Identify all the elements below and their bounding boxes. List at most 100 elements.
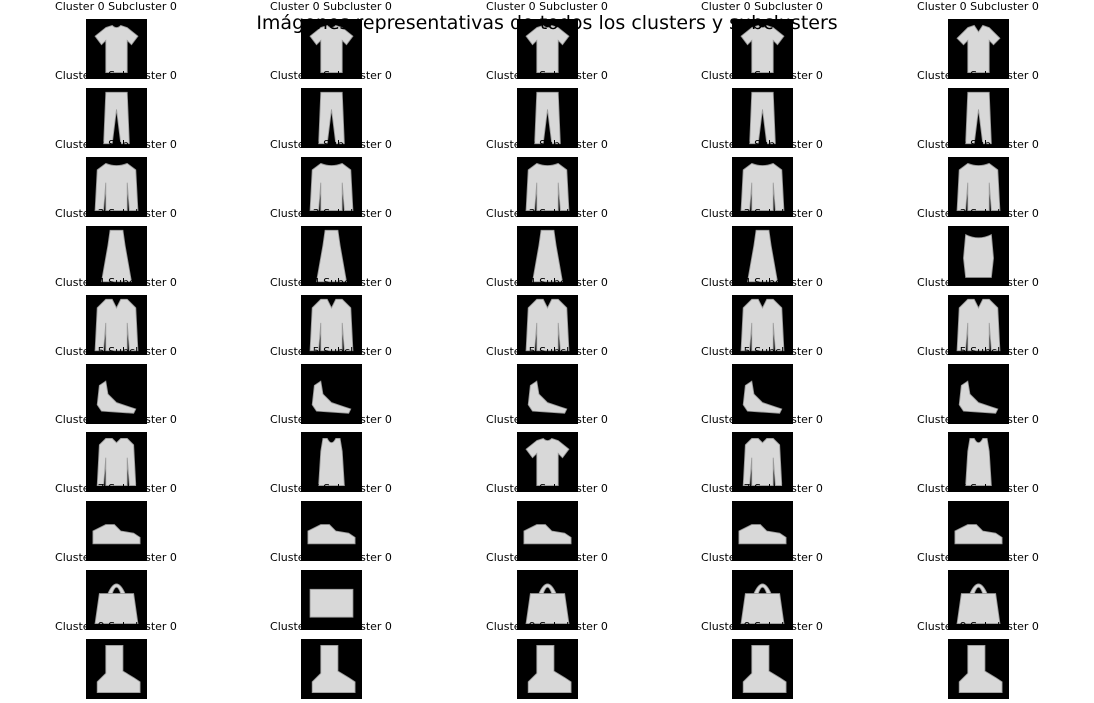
sneaker-image [954,524,1003,545]
garment-thumbnail [517,294,578,355]
cluster-panel: Cluster 4 Subcluster 0 [457,276,637,355]
polo-shirt-image [956,24,1001,73]
coat-image [740,298,785,351]
cluster-panel: Cluster 9 Subcluster 0 [888,620,1068,700]
garment-thumbnail [517,156,578,217]
panel-title: Cluster 6 Subcluster 0 [270,413,392,427]
cluster-panel: Cluster 5 Subcluster 0 [26,345,206,424]
panel-title: Cluster 1 Subcluster 0 [55,68,177,82]
ankle-boot-image [958,645,1003,694]
cluster-panel: Cluster 1 Subcluster 0 [672,69,852,148]
cluster-panel: Cluster 8 Subcluster 0 [888,551,1068,631]
cluster-panel: Cluster 1 Subcluster 0 [457,69,637,148]
sneaker-image [738,524,787,545]
tank-image [318,438,345,487]
panel-title: Cluster 3 Subcluster 0 [701,206,823,220]
panel-title: Cluster 7 Subcluster 0 [917,482,1039,496]
cluster-panel: Cluster 3 Subcluster 0 [888,207,1068,286]
cluster-panel: Cluster 8 Subcluster 0 [672,551,852,631]
panel-title: Cluster 7 Subcluster 0 [486,482,608,496]
figure-title: Imágenes representativas de todos los cl… [256,12,838,34]
panel-title: Cluster 1 Subcluster 0 [270,68,392,82]
shirt-image [742,438,783,487]
panel-title: Cluster 8 Subcluster 0 [917,551,1039,565]
trouser-image [318,91,345,145]
cluster-panel: Cluster 9 Subcluster 0 [672,620,852,700]
cluster-panel: Cluster 0 Subcluster 0 [672,0,852,79]
garment-thumbnail [732,87,793,148]
panel-title: Cluster 9 Subcluster 0 [270,620,392,634]
garment-thumbnail [732,501,793,562]
cluster-panel: Cluster 7 Subcluster 0 [672,482,852,562]
panel-title: Cluster 7 Subcluster 0 [270,482,392,496]
garment-thumbnail [948,156,1009,217]
bag-image [956,583,1001,625]
trouser-image [965,91,992,145]
cluster-panel: Cluster 1 Subcluster 0 [241,68,421,148]
panel-title: Cluster 2 Subcluster 0 [270,137,392,151]
bag-image [525,583,570,625]
cluster-panel: Cluster 2 Subcluster 0 [457,138,637,217]
cluster-panel: Cluster 6 Subcluster 0 [26,413,206,493]
garment-thumbnail [301,363,362,424]
garment-thumbnail [948,225,1009,286]
panel-title: Cluster 6 Subcluster 0 [55,413,177,427]
panel-title: Cluster 8 Subcluster 0 [55,551,177,565]
garment-thumbnail [948,639,1009,700]
cluster-panel: Cluster 2 Subcluster 0 [26,137,206,217]
garment-thumbnail [86,570,147,631]
panel-title: Cluster 9 Subcluster 0 [701,620,823,634]
cluster-panel: Cluster 4 Subcluster 0 [888,276,1068,355]
panel-title: Cluster 5 Subcluster 0 [701,344,823,358]
garment-thumbnail [86,225,147,286]
cluster-panel: Cluster 2 Subcluster 0 [888,138,1068,217]
cluster-panel: Cluster 8 Subcluster 0 [457,551,637,631]
garment-thumbnail [301,19,362,79]
pullover-image [94,162,139,211]
cluster-panel: Cluster 0 Subcluster 0 [457,0,637,79]
garment-thumbnail [86,639,147,700]
coat-image [309,298,354,351]
garment-thumbnail [301,294,362,355]
panel-title: Cluster 5 Subcluster 0 [270,344,392,358]
shirt-image [96,438,137,487]
sandal-image [311,379,352,414]
cluster-panel: Cluster 2 Subcluster 0 [672,138,852,217]
garment-thumbnail [86,432,147,493]
panel-title: Cluster 2 Subcluster 0 [55,137,177,151]
cluster-panel: Cluster 9 Subcluster 0 [26,620,206,700]
panel-title: Cluster 0 Subcluster 0 [701,0,823,13]
garment-thumbnail [301,225,362,286]
cluster-panel: Cluster 6 Subcluster 0 [672,413,852,493]
garment-thumbnail [517,363,578,424]
cluster-panel: Cluster 7 Subcluster 0 [241,482,421,562]
panel-title: Cluster 5 Subcluster 0 [486,344,608,358]
cluster-panel: Cluster 2 Subcluster 0 [241,137,421,217]
panel-title: Cluster 0 Subcluster 0 [270,0,392,13]
dress-image [746,229,779,282]
panel-title: Cluster 7 Subcluster 0 [55,482,177,496]
pullover-image [740,162,785,211]
cluster-panel: Cluster 5 Subcluster 0 [672,344,852,424]
garment-thumbnail [948,363,1009,424]
garment-thumbnail [86,87,147,148]
cluster-panel: Cluster 7 Subcluster 0 [888,482,1068,562]
t-shirt-image [309,24,354,73]
panel-title: Cluster 4 Subcluster 0 [270,275,392,289]
panel-title: Cluster 3 Subcluster 0 [55,206,177,220]
garment-thumbnail [86,363,147,424]
cluster-panel: Cluster 0 Subcluster 0 [888,0,1068,79]
garment-thumbnail [732,294,793,355]
cluster-panel: Cluster 0 Subcluster 0 [26,0,206,79]
panel-title: Cluster 0 Subcluster 0 [55,0,177,13]
cluster-panel: Cluster 7 Subcluster 0 [26,482,206,562]
panel-title: Cluster 6 Subcluster 0 [486,413,608,427]
garment-thumbnail [732,363,793,424]
coat-image [525,298,570,351]
garment-thumbnail [732,432,793,493]
garment-thumbnail [517,570,578,631]
garment-thumbnail [948,294,1009,355]
trouser-image [103,91,130,145]
cluster-panel: Cluster 4 Subcluster 0 [672,276,852,355]
